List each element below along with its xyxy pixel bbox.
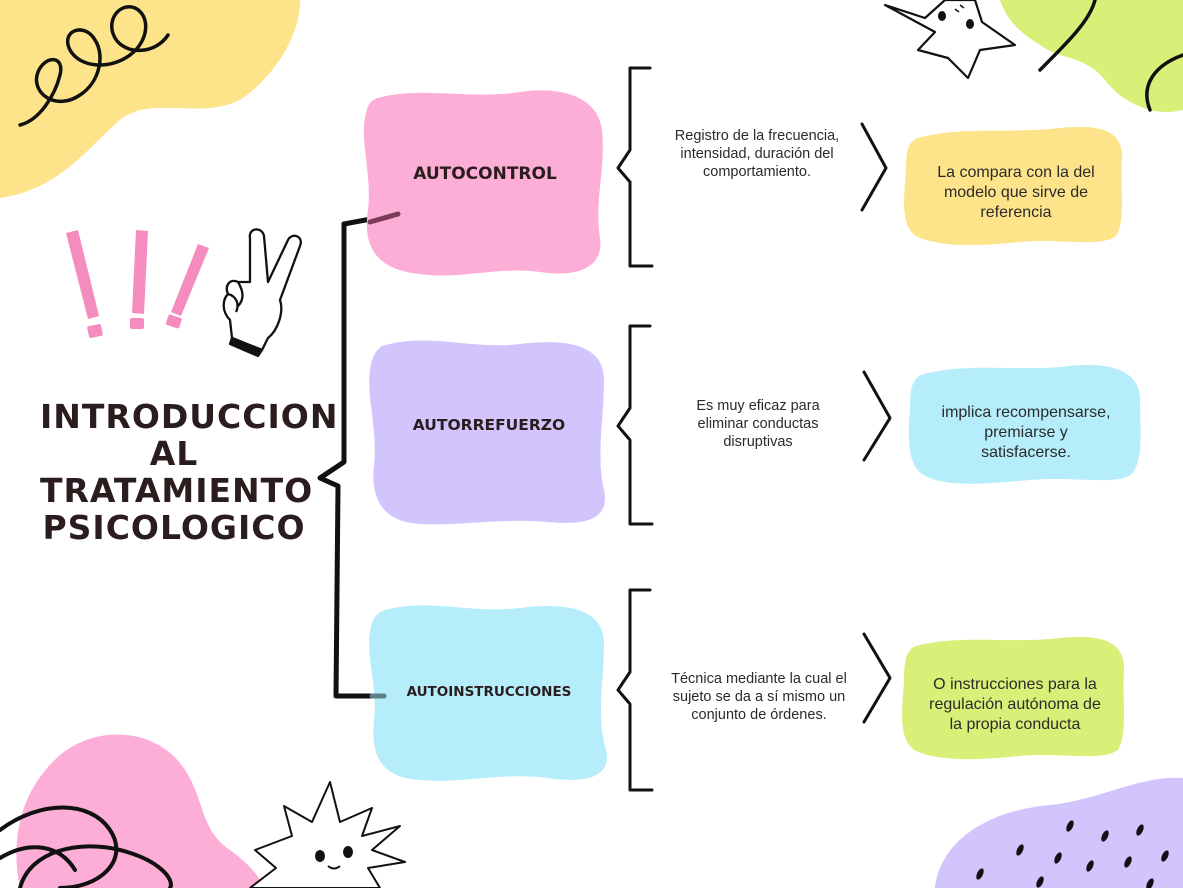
autoinstrucciones-bubble (369, 605, 607, 781)
chevron-right-icon (862, 632, 892, 724)
yellow-blob-top-left (0, 0, 300, 198)
autocontrol-bubble (363, 90, 603, 276)
chevron-right-icon (862, 370, 892, 462)
green-blob-top-right (1000, 0, 1183, 112)
result-card-green (902, 636, 1125, 760)
brace-2 (616, 324, 654, 526)
branch-description: Registro de la frecuencia, intensidad, d… (674, 128, 840, 180)
branch-description: Técnica mediante la cual el sujeto se da… (671, 671, 847, 723)
dotted-blob-icon (935, 777, 1183, 888)
result-card-yellow (904, 126, 1123, 246)
branch-label-autoinstrucciones: AUTOINSTRUCCIONES (406, 684, 572, 700)
main-title: INTRODUCCION AL TRATAMIENTO PSICOLOGICO (40, 397, 339, 547)
main-connector (317, 211, 401, 699)
exclamation-marks-icon (66, 230, 209, 338)
branch-result: implica recompensarse, premiarse y satis… (941, 404, 1111, 461)
brace-3 (616, 588, 654, 792)
branch-label-autocontrol: AUTOCONTROL (413, 164, 557, 184)
autorrefuerzo-bubble (369, 340, 605, 525)
brace-1 (616, 66, 654, 268)
star-face-icon (883, 0, 1017, 80)
branch-description: Es muy eficaz para eliminar conductas di… (696, 398, 820, 450)
peace-hand-icon (222, 228, 302, 358)
branch-result: O instrucciones para la regulación autón… (929, 676, 1101, 733)
branch-result: La compara con la del modelo que sirve d… (937, 164, 1095, 221)
result-card-cyan (908, 365, 1141, 484)
branch-label-autorrefuerzo: AUTORREFUERZO (412, 416, 566, 434)
pink-blob-bottom-left (0, 734, 262, 888)
chevron-right-icon (860, 122, 888, 212)
sun-face-icon (249, 781, 406, 888)
scribble-icon (18, 5, 170, 127)
